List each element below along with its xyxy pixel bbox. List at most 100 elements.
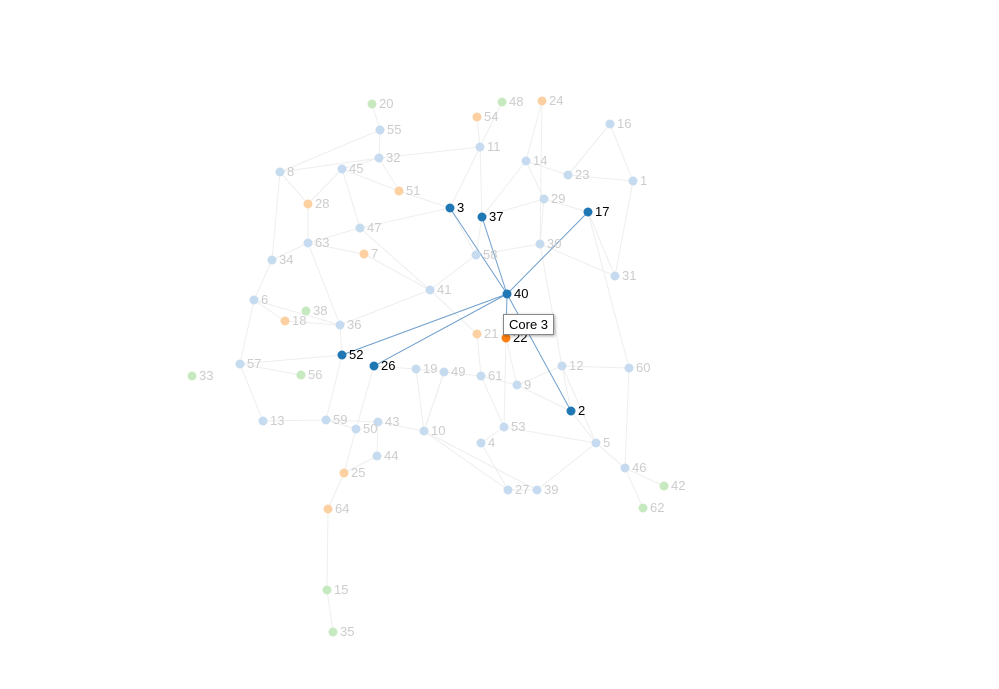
node-31[interactable] bbox=[610, 271, 620, 281]
node-34[interactable] bbox=[267, 255, 277, 265]
node-label-60: 60 bbox=[636, 360, 650, 375]
edge-19-10 bbox=[415, 368, 425, 432]
node-50[interactable] bbox=[351, 424, 361, 434]
node-33[interactable] bbox=[187, 371, 197, 381]
edge-22-53 bbox=[503, 337, 507, 428]
node-51[interactable] bbox=[394, 186, 404, 196]
node-59[interactable] bbox=[321, 415, 331, 425]
node-60[interactable] bbox=[624, 363, 634, 373]
node-35[interactable] bbox=[328, 627, 338, 637]
edge-29-17 bbox=[543, 198, 589, 213]
node-5[interactable] bbox=[591, 438, 601, 448]
node-2[interactable] bbox=[566, 406, 576, 416]
node-55[interactable] bbox=[375, 125, 385, 135]
node-45[interactable] bbox=[337, 164, 347, 174]
node-label-3: 3 bbox=[457, 200, 464, 215]
node-40[interactable] bbox=[502, 289, 512, 299]
node-29[interactable] bbox=[539, 194, 549, 204]
node-42[interactable] bbox=[659, 481, 669, 491]
node-38[interactable] bbox=[301, 306, 311, 316]
edge-36-63 bbox=[307, 242, 341, 326]
node-49[interactable] bbox=[439, 367, 449, 377]
node-tooltip: Core 3 bbox=[503, 314, 555, 335]
node-19[interactable] bbox=[411, 364, 421, 374]
node-1[interactable] bbox=[628, 176, 638, 186]
node-label-47: 47 bbox=[367, 220, 381, 235]
node-57[interactable] bbox=[235, 359, 245, 369]
node-36[interactable] bbox=[335, 320, 345, 330]
node-39[interactable] bbox=[532, 485, 542, 495]
edge-63-7 bbox=[307, 242, 365, 255]
node-17[interactable] bbox=[583, 207, 593, 217]
node-13[interactable] bbox=[258, 416, 268, 426]
edge-48-11 bbox=[479, 101, 503, 148]
node-64[interactable] bbox=[323, 504, 333, 514]
edge-9-12 bbox=[516, 365, 563, 386]
node-22[interactable] bbox=[501, 333, 511, 343]
node-7[interactable] bbox=[359, 249, 369, 259]
node-24[interactable] bbox=[537, 96, 547, 106]
node-label-24: 24 bbox=[549, 93, 563, 108]
edge-45-47 bbox=[341, 168, 361, 229]
edge-19-49 bbox=[415, 368, 445, 373]
node-label-39: 39 bbox=[544, 482, 558, 497]
edge-32-11 bbox=[378, 146, 481, 159]
node-48[interactable] bbox=[497, 97, 507, 107]
edge-56-57 bbox=[239, 363, 302, 376]
node-23[interactable] bbox=[563, 170, 573, 180]
node-27[interactable] bbox=[503, 485, 513, 495]
node-8[interactable] bbox=[275, 167, 285, 177]
graph-nodes bbox=[187, 96, 669, 637]
node-26[interactable] bbox=[369, 361, 379, 371]
node-37[interactable] bbox=[477, 212, 487, 222]
node-18[interactable] bbox=[280, 316, 290, 326]
node-25[interactable] bbox=[339, 468, 349, 478]
node-41[interactable] bbox=[425, 285, 435, 295]
node-43[interactable] bbox=[373, 417, 383, 427]
node-46[interactable] bbox=[620, 463, 630, 473]
node-6[interactable] bbox=[249, 295, 259, 305]
node-53[interactable] bbox=[499, 422, 509, 432]
node-label-1: 1 bbox=[640, 173, 647, 188]
edge-15-35 bbox=[326, 589, 334, 633]
edge-18-6 bbox=[253, 299, 286, 322]
node-61[interactable] bbox=[476, 371, 486, 381]
node-52[interactable] bbox=[337, 350, 347, 360]
node-label-51: 51 bbox=[406, 183, 420, 198]
node-label-29: 29 bbox=[551, 191, 565, 206]
node-30[interactable] bbox=[535, 239, 545, 249]
highlight-edge-40-37 bbox=[481, 216, 508, 295]
node-47[interactable] bbox=[355, 223, 365, 233]
edge-61-53 bbox=[480, 375, 505, 428]
node-9[interactable] bbox=[512, 380, 522, 390]
node-58[interactable] bbox=[471, 250, 481, 260]
node-14[interactable] bbox=[521, 156, 531, 166]
node-32[interactable] bbox=[374, 153, 384, 163]
node-21[interactable] bbox=[472, 329, 482, 339]
edge-45-28 bbox=[307, 168, 343, 205]
node-63[interactable] bbox=[303, 238, 313, 248]
node-12[interactable] bbox=[557, 361, 567, 371]
node-28[interactable] bbox=[303, 199, 313, 209]
node-label-40: 40 bbox=[514, 286, 528, 301]
node-label-10: 10 bbox=[431, 423, 445, 438]
edge-52-59 bbox=[325, 354, 343, 421]
node-20[interactable] bbox=[367, 99, 377, 109]
node-54[interactable] bbox=[472, 112, 482, 122]
edge-47-41 bbox=[359, 227, 431, 291]
edge-1-31 bbox=[614, 180, 634, 277]
node-16[interactable] bbox=[605, 119, 615, 129]
node-15[interactable] bbox=[322, 585, 332, 595]
node-label-20: 20 bbox=[379, 96, 393, 111]
node-10[interactable] bbox=[419, 426, 429, 436]
node-3[interactable] bbox=[445, 203, 455, 213]
node-label-48: 48 bbox=[509, 94, 523, 109]
node-4[interactable] bbox=[476, 438, 486, 448]
node-11[interactable] bbox=[475, 142, 485, 152]
node-56[interactable] bbox=[296, 370, 306, 380]
node-label-5: 5 bbox=[603, 435, 610, 450]
node-44[interactable] bbox=[372, 451, 382, 461]
node-62[interactable] bbox=[638, 503, 648, 513]
node-label-15: 15 bbox=[334, 582, 348, 597]
